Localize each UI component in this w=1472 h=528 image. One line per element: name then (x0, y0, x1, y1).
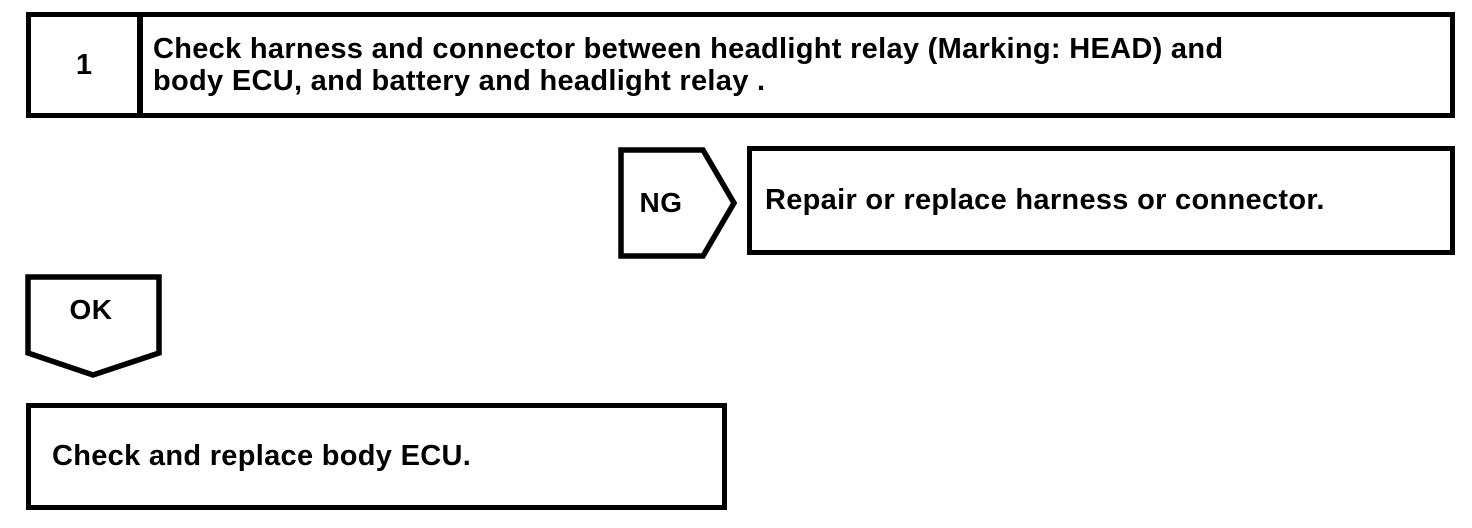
step-box: 1 Check harness and connector between he… (26, 12, 1455, 118)
ok-pentagon-icon (25, 274, 162, 378)
ok-label: OK (69, 294, 113, 325)
step-number-cell: 1 (31, 17, 143, 113)
step-instruction-line2: body ECU, and battery and headlight rela… (153, 65, 766, 97)
ok-result-box: Check and replace body ECU. (26, 403, 727, 510)
step-instruction: Check harness and connector between head… (143, 17, 1450, 113)
ng-pentagon-icon (618, 147, 738, 259)
ng-label: NG (639, 187, 683, 218)
step-number: 1 (75, 48, 93, 81)
ng-result-text: Repair or replace harness or connector. (765, 184, 1325, 216)
step-instruction-line1: Check harness and connector between head… (153, 33, 1224, 65)
ok-result-text: Check and replace body ECU. (52, 440, 472, 472)
ng-result-box: Repair or replace harness or connector. (747, 146, 1455, 255)
ng-connector: NG (618, 147, 738, 259)
ok-connector: OK (25, 274, 163, 379)
